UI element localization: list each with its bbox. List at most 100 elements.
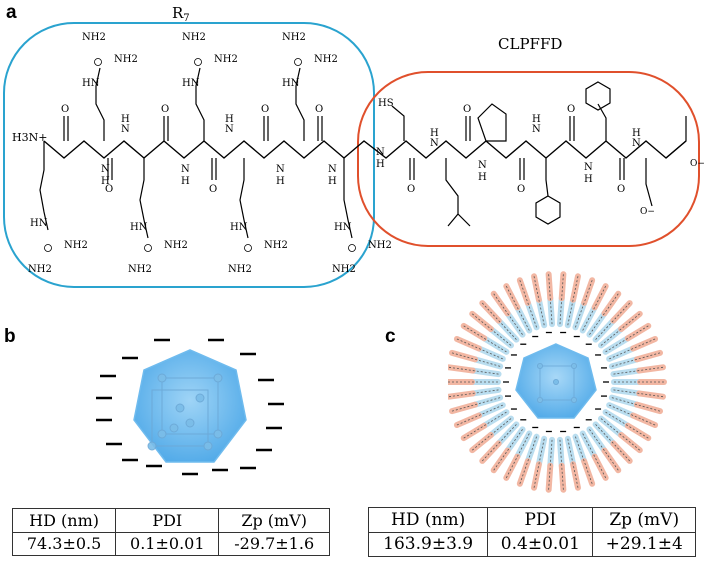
amide-h: H xyxy=(632,128,641,139)
peptide-strand xyxy=(608,349,663,370)
amide-h: H xyxy=(101,176,110,187)
svg-text:HN: HN xyxy=(230,222,248,233)
panel-label-c: c xyxy=(385,326,396,347)
peptide-strand xyxy=(479,421,520,464)
amide-n: N xyxy=(101,164,110,175)
svg-text:NH2: NH2 xyxy=(264,240,288,251)
crystal-lattice xyxy=(537,363,578,403)
nanoparticle-negative-diagram xyxy=(96,338,284,476)
svg-text:HN: HN xyxy=(130,222,148,233)
peptide-strand xyxy=(564,435,581,491)
peptide-strand xyxy=(479,300,520,343)
value-pdi: 0.1±0.01 xyxy=(115,531,220,556)
proline-ring xyxy=(477,103,507,142)
svg-text:O: O xyxy=(261,104,269,115)
nanoparticle-peptide-coated-diagram xyxy=(448,271,667,493)
svg-text:NH2: NH2 xyxy=(64,240,88,251)
r7-region-box xyxy=(3,22,375,288)
peptide-strand xyxy=(449,394,504,415)
amide-h: H xyxy=(121,114,130,125)
clpffd-region-box xyxy=(357,71,700,247)
arginine-side-chains-up xyxy=(95,67,305,141)
panel-label-a: a xyxy=(6,2,17,23)
peptide-strand xyxy=(586,290,622,338)
peptide-strand xyxy=(586,426,622,474)
peptide-strand xyxy=(503,283,533,334)
amide-n: N xyxy=(478,160,487,171)
peptide-strand xyxy=(503,430,533,481)
clpffd-label: CLPFFD xyxy=(498,35,562,53)
amide-h: H xyxy=(328,176,337,187)
peptide-strand xyxy=(545,271,556,328)
amide-n: N xyxy=(276,164,285,175)
header-pdi: PDI xyxy=(487,507,594,533)
amide-h: H xyxy=(181,176,190,187)
amide-h: H xyxy=(430,128,439,139)
value-pdi: 0.4±0.01 xyxy=(487,531,594,557)
amide-n: N xyxy=(430,138,439,149)
value-hd: 163.9±3.9 xyxy=(367,531,489,557)
peptide-strand xyxy=(602,322,652,355)
amide-n: N xyxy=(328,164,337,175)
svg-text:O: O xyxy=(517,184,525,195)
amide-h: H xyxy=(532,114,541,125)
svg-text:NH2: NH2 xyxy=(214,54,238,65)
phenyl-ring xyxy=(535,195,561,225)
amide-n: N xyxy=(181,164,190,175)
amide-nitrogen-labels: N H N H N H N H N H N H N H N H N H N H … xyxy=(101,114,641,187)
svg-text:HN: HN xyxy=(282,78,300,89)
crystal-lattice xyxy=(147,373,223,451)
amide-n: N xyxy=(376,147,385,158)
amide-n: N xyxy=(584,162,593,173)
carbonyl-oxygen-labels: O O O O O O O O O O O xyxy=(61,104,625,195)
svg-text:NH2: NH2 xyxy=(82,32,106,43)
peptide-strand xyxy=(564,273,581,329)
peptide-strand xyxy=(545,436,556,493)
amide-n: N xyxy=(532,124,541,135)
peptide-strand xyxy=(448,364,502,378)
leucine-side-chain xyxy=(445,158,459,227)
svg-text:NH2: NH2 xyxy=(128,264,152,275)
peptide-strand xyxy=(448,386,502,400)
carboxylate-label: O− xyxy=(690,159,705,169)
svg-text:NH2: NH2 xyxy=(332,264,356,275)
properties-table-c: HD (nm) PDI Zp (mV) 163.9±3.9 0.4±0.01 +… xyxy=(367,507,696,557)
header-pdi: PDI xyxy=(115,508,220,533)
svg-text:O: O xyxy=(209,184,217,195)
amide-h: H xyxy=(276,176,285,187)
peptide-strand xyxy=(490,426,526,474)
peptide-corona xyxy=(448,271,667,493)
peptide-strand xyxy=(608,394,663,415)
properties-table-b: HD (nm) PDI Zp (mV) 74.3±0.5 0.1±0.01 -2… xyxy=(11,508,330,556)
c-terminus xyxy=(665,116,687,159)
svg-text:O: O xyxy=(105,184,113,195)
svg-text:O: O xyxy=(161,104,169,115)
peptide-strand xyxy=(556,271,567,328)
peptide-strand xyxy=(610,386,666,400)
peptide-strand xyxy=(490,290,526,338)
inner-negative-charges xyxy=(503,331,609,433)
peptide-strand xyxy=(572,277,596,331)
peptide-structure-diagram: R7 CLPFFD H3N+ N H N H N H N H N H N H N… xyxy=(3,4,705,288)
phenyl-ring xyxy=(585,81,611,111)
svg-text:NH2: NH2 xyxy=(164,240,188,251)
svg-text:O: O xyxy=(315,104,323,115)
peptide-strand xyxy=(516,277,540,331)
peptide-strand xyxy=(460,409,510,442)
cysteine-side-chain xyxy=(391,105,405,141)
svg-text:NH2: NH2 xyxy=(228,264,252,275)
svg-text:O: O xyxy=(463,104,471,115)
svg-text:HN: HN xyxy=(30,218,48,229)
svg-text:O: O xyxy=(617,184,625,195)
amide-h: H xyxy=(225,114,234,125)
peptide-strand xyxy=(453,402,506,429)
peptide-strand xyxy=(531,273,548,329)
thiol-label: HS xyxy=(378,98,394,109)
header-hd: HD (nm) xyxy=(11,508,117,533)
peptide-strand xyxy=(469,310,515,349)
svg-text:NH2: NH2 xyxy=(182,32,206,43)
peptide-strand xyxy=(572,433,596,487)
value-zp: -29.7±1.6 xyxy=(218,531,330,556)
peptide-strand xyxy=(597,415,643,454)
header-zp: Zp (mV) xyxy=(218,508,330,533)
